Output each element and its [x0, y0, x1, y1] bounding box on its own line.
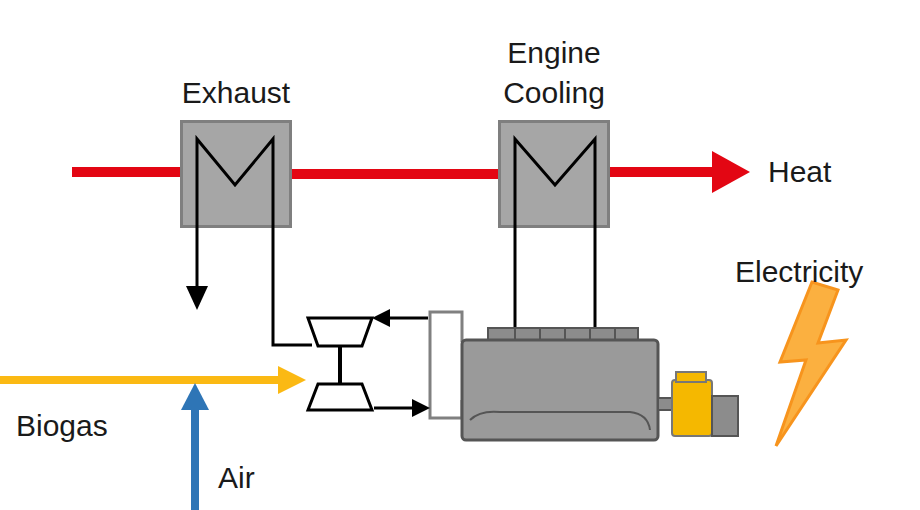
charge-air-head	[412, 399, 430, 417]
node-heading: Engine Cooling	[469, 33, 639, 113]
exhaust-pipe	[196, 226, 199, 290]
exhaust-pipe	[273, 226, 312, 345]
air-line	[191, 408, 199, 510]
engine-head	[488, 328, 638, 340]
generator-end	[712, 396, 738, 436]
flow-label: Air	[218, 460, 255, 496]
lightning-bolt	[776, 282, 846, 446]
heat-exchanger: Exhaust	[180, 120, 292, 228]
heat-line	[608, 167, 716, 177]
turbo-shaft	[338, 346, 342, 384]
exchanger-coil	[501, 123, 607, 225]
air-arrowhead	[181, 383, 209, 410]
flow-label: Biogas	[16, 408, 108, 444]
compressor	[308, 384, 372, 410]
cooling-pipe	[594, 226, 597, 332]
node-heading: Exhaust	[151, 73, 321, 113]
heat-line	[292, 174, 498, 175]
exhaust-flow	[388, 317, 428, 320]
cooling-pipe	[514, 226, 517, 332]
manifold	[430, 312, 462, 418]
flow-label: Electricity	[735, 254, 863, 290]
charge-air-flow	[374, 407, 414, 410]
exhaust-flow-head	[372, 309, 390, 327]
exhaust-arrowhead	[186, 286, 208, 310]
exchanger-coil	[183, 123, 289, 225]
biogas-line	[0, 376, 282, 384]
heat-exchanger: Engine Cooling	[498, 120, 610, 228]
coupling	[658, 398, 672, 410]
turbine	[308, 318, 372, 346]
heat-arrowhead	[712, 151, 750, 193]
generator	[672, 380, 712, 436]
heat-line	[72, 167, 182, 177]
engine-block	[462, 340, 658, 440]
flow-label: Heat	[768, 154, 831, 190]
biogas-arrowhead	[278, 366, 306, 394]
engine-detail	[470, 412, 650, 430]
